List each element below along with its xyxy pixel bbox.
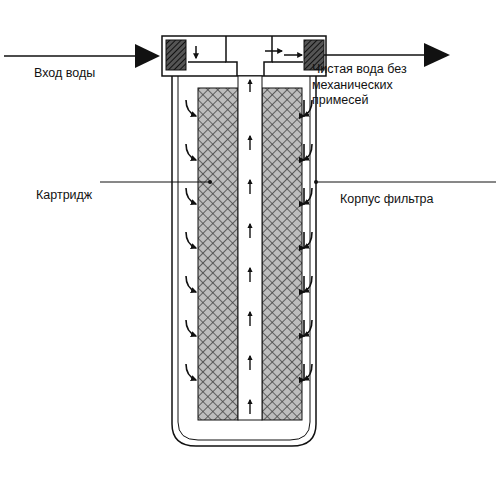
flow-arrow bbox=[304, 232, 312, 248]
flow-arrow bbox=[186, 364, 196, 380]
flow-arrow bbox=[249, 400, 250, 414]
flow-arrow bbox=[303, 320, 305, 336]
flow-arrows bbox=[186, 80, 312, 414]
flow-arrow bbox=[186, 188, 196, 204]
leader-line bbox=[316, 182, 496, 183]
inlet-line bbox=[4, 55, 140, 57]
flow-arrow bbox=[249, 80, 250, 92]
flow-arrow bbox=[304, 276, 312, 292]
inlet-port bbox=[166, 40, 186, 70]
inlet-label: Вход воды bbox=[34, 66, 154, 82]
filter-head bbox=[162, 36, 326, 76]
housing-inner-wall bbox=[178, 76, 310, 440]
flow-arrow bbox=[304, 100, 312, 116]
flow-arrow bbox=[186, 320, 196, 336]
flow-arrow bbox=[303, 276, 305, 292]
flow-arrow bbox=[303, 232, 305, 248]
outlet-arrowhead bbox=[424, 43, 450, 67]
flow-arrow bbox=[304, 364, 312, 380]
flow-arrow bbox=[249, 136, 250, 150]
outlet-line bbox=[320, 54, 428, 56]
cartridge-left bbox=[198, 88, 238, 420]
flow-arrow bbox=[186, 144, 196, 160]
flow-arrow bbox=[303, 364, 305, 380]
filter-housing bbox=[172, 76, 316, 446]
leader-line bbox=[100, 182, 210, 183]
flow-arrow bbox=[304, 320, 312, 336]
flow-arrow bbox=[186, 276, 196, 292]
part-label: Корпус фильтра bbox=[340, 192, 490, 208]
inlet-arrowhead bbox=[135, 44, 160, 68]
flow-arrow bbox=[249, 312, 250, 326]
cartridge-right bbox=[262, 88, 302, 420]
central-tube bbox=[238, 76, 262, 420]
flow-arrow bbox=[303, 188, 305, 204]
flow-arrow bbox=[186, 232, 196, 248]
flow-arrow bbox=[303, 144, 305, 160]
flow-arrow bbox=[304, 144, 312, 160]
flow-arrow bbox=[249, 268, 250, 282]
flow-arrow bbox=[249, 224, 250, 238]
part-label: Картридж bbox=[36, 188, 156, 204]
flow-arrow bbox=[304, 188, 312, 204]
flow-arrow bbox=[303, 100, 305, 116]
flow-arrow bbox=[186, 100, 196, 116]
flow-arrow bbox=[249, 356, 250, 370]
outlet-label: Чистая вода без механических примесей bbox=[312, 62, 452, 109]
flow-arrow bbox=[249, 180, 250, 194]
